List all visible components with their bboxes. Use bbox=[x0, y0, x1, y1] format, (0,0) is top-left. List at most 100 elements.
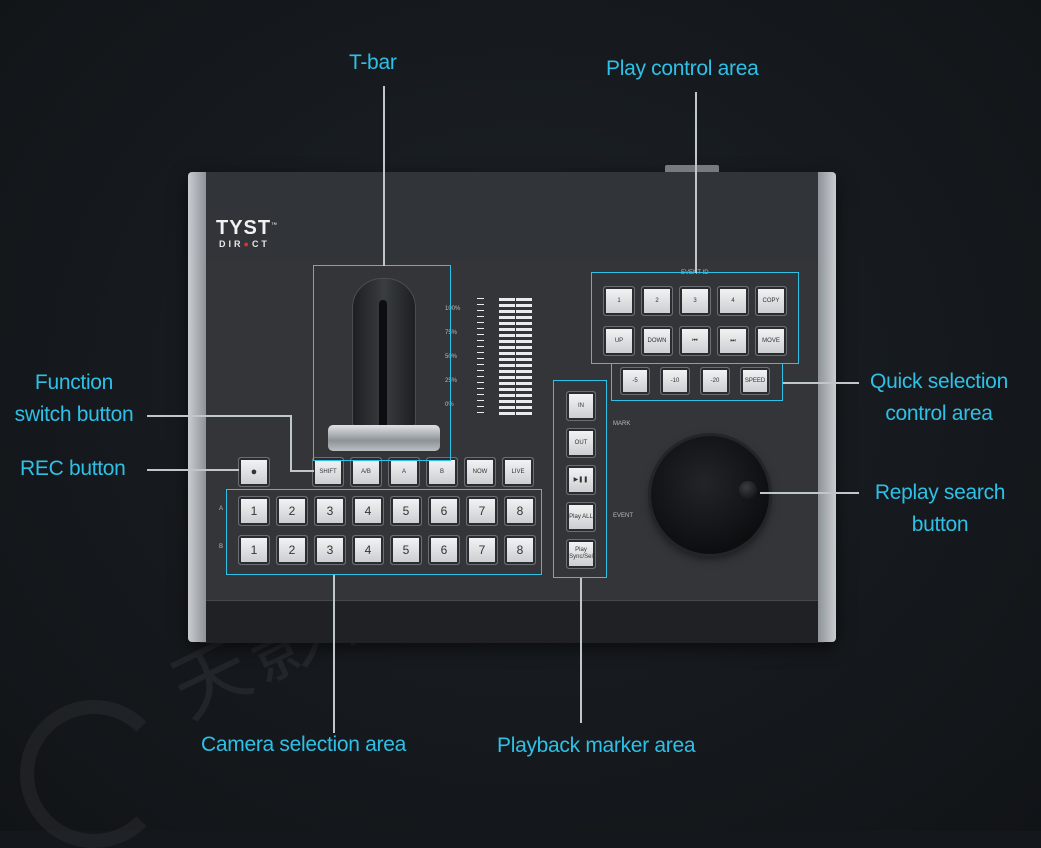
play-button-1[interactable]: 1 bbox=[603, 286, 635, 316]
replay-search-leader bbox=[760, 492, 859, 494]
play-button-5[interactable]: COPY bbox=[755, 286, 787, 316]
callout-playback-marker: Playback marker area bbox=[497, 734, 696, 757]
camera-b-button-3[interactable]: 3 bbox=[314, 535, 346, 565]
camera-b-button-6[interactable]: 6 bbox=[428, 535, 460, 565]
marker-button-1[interactable]: IN bbox=[566, 391, 596, 421]
scale-label: 100% bbox=[445, 306, 461, 312]
scale-tick bbox=[477, 388, 484, 389]
scale-tick bbox=[477, 310, 484, 311]
marker-button-2[interactable]: OUT bbox=[566, 428, 596, 458]
play-control-button-3[interactable]: ⏮ bbox=[679, 326, 711, 356]
camera-a-button-1[interactable]: 1 bbox=[238, 496, 270, 526]
meter-segment bbox=[516, 400, 532, 403]
scale-tick bbox=[477, 382, 484, 383]
meter-segment bbox=[516, 376, 532, 379]
play-button-4[interactable]: 4 bbox=[717, 286, 749, 316]
camera-b-button-2[interactable]: 2 bbox=[276, 535, 308, 565]
camera-a-button-2[interactable]: 2 bbox=[276, 496, 308, 526]
meter-segment bbox=[499, 334, 515, 337]
camera-b-button-5[interactable]: 5 bbox=[390, 535, 422, 565]
quick-button-2[interactable]: -10 bbox=[660, 367, 690, 395]
quick-button-1[interactable]: -5 bbox=[620, 367, 650, 395]
scale-tick bbox=[477, 316, 484, 317]
meter-segment bbox=[499, 406, 515, 409]
playback-marker-leader bbox=[580, 578, 582, 723]
meter-segment bbox=[499, 370, 515, 373]
function-button-2[interactable]: A/B bbox=[350, 457, 382, 487]
mark-label: MARK bbox=[613, 421, 631, 427]
scale-tick bbox=[477, 394, 484, 395]
play-control-button-1[interactable]: UP bbox=[603, 326, 635, 356]
meter-segment bbox=[499, 304, 515, 307]
marker-button-4[interactable]: Play ALL bbox=[566, 502, 596, 532]
replay-search-button[interactable] bbox=[739, 481, 757, 499]
scale-label: 25% bbox=[445, 378, 458, 384]
meter-segment bbox=[499, 322, 515, 325]
function-button-6[interactable]: LIVE bbox=[502, 457, 534, 487]
play-button-2[interactable]: 2 bbox=[641, 286, 673, 316]
camera-a-button-4[interactable]: 4 bbox=[352, 496, 384, 526]
scale-tick bbox=[477, 370, 484, 371]
tbar-handle[interactable] bbox=[328, 425, 440, 451]
controller-side-left bbox=[188, 172, 206, 642]
function-button-5[interactable]: NOW bbox=[464, 457, 496, 487]
function-button-1[interactable]: SHIFT bbox=[312, 457, 344, 487]
camera-a-button-8[interactable]: 8 bbox=[504, 496, 536, 526]
play-button-3[interactable]: 3 bbox=[679, 286, 711, 316]
function-switch-leader-h bbox=[147, 415, 291, 417]
meter-segment bbox=[499, 364, 515, 367]
play-control-button-2[interactable]: DOWN bbox=[641, 326, 673, 356]
camera-b-button-1[interactable]: 1 bbox=[238, 535, 270, 565]
quick-button-3[interactable]: -20 bbox=[700, 367, 730, 395]
rec-leader bbox=[147, 469, 239, 471]
brand-logo-sub: DIR●CT bbox=[219, 239, 270, 249]
scale-tick bbox=[477, 400, 484, 401]
play-control-button-5[interactable]: MOVE bbox=[755, 326, 787, 356]
meter-segment bbox=[516, 304, 532, 307]
watermark-logo bbox=[20, 700, 168, 848]
function-button-4[interactable]: B bbox=[426, 457, 458, 487]
meter-segment bbox=[516, 310, 532, 313]
meter-segment bbox=[516, 334, 532, 337]
quick-button-4[interactable]: SPEED bbox=[740, 367, 770, 395]
rear-port bbox=[665, 165, 719, 175]
event-label: EVENT bbox=[613, 513, 634, 519]
camera-b-button-8[interactable]: 8 bbox=[504, 535, 536, 565]
function-switch-leader-end bbox=[290, 470, 314, 472]
meter-segment bbox=[516, 394, 532, 397]
meter-segment bbox=[516, 298, 532, 301]
meter-segment bbox=[516, 364, 532, 367]
scale-tick bbox=[477, 328, 484, 329]
row-b-label: B bbox=[219, 544, 224, 550]
scale-tick bbox=[477, 298, 484, 299]
play-control-frame bbox=[591, 272, 799, 364]
camera-b-button-4[interactable]: 4 bbox=[352, 535, 384, 565]
brand-logo: TYST™ bbox=[216, 217, 279, 239]
tbar-leader bbox=[383, 86, 385, 266]
meter-segment bbox=[499, 298, 515, 301]
marker-button-3[interactable]: ▶❚❚ bbox=[566, 465, 596, 495]
camera-a-button-5[interactable]: 5 bbox=[390, 496, 422, 526]
callout-quick-selection: Quick selection control area bbox=[870, 370, 1008, 425]
camera-a-button-6[interactable]: 6 bbox=[428, 496, 460, 526]
camera-b-button-7[interactable]: 7 bbox=[466, 535, 498, 565]
function-button-3[interactable]: A bbox=[388, 457, 420, 487]
meter-segment bbox=[516, 352, 532, 355]
camera-a-button-7[interactable]: 7 bbox=[466, 496, 498, 526]
marker-button-5[interactable]: Play Sync/Sel bbox=[566, 539, 596, 569]
scale-tick bbox=[477, 406, 484, 407]
play-control-button-4[interactable]: ⏭ bbox=[717, 326, 749, 356]
scale-tick bbox=[477, 364, 484, 365]
meter-segment bbox=[499, 316, 515, 319]
camera-a-button-3[interactable]: 3 bbox=[314, 496, 346, 526]
rec-button[interactable]: ● bbox=[238, 457, 270, 487]
quick-selection-frame bbox=[611, 363, 783, 401]
scale-tick bbox=[477, 304, 484, 305]
meter-segment bbox=[516, 412, 532, 415]
meter-segment bbox=[516, 388, 532, 391]
meter-segment bbox=[516, 340, 532, 343]
controller-side-right bbox=[818, 172, 836, 642]
controller-top-face bbox=[200, 172, 824, 261]
meter-segment bbox=[516, 382, 532, 385]
